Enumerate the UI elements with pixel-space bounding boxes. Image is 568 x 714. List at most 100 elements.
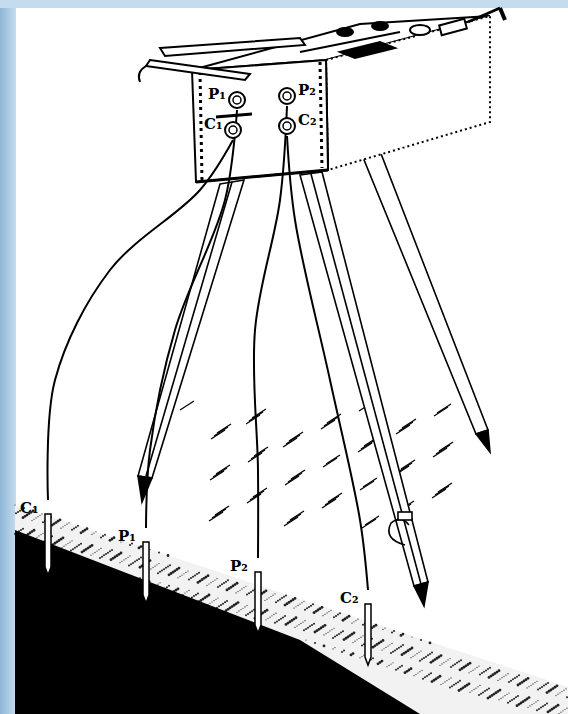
speckle-dot: [323, 634, 324, 635]
hatch-line: [360, 481, 374, 490]
speckle-dot: [80, 531, 83, 534]
speckle-dot: [303, 601, 304, 602]
speckle-dot: [360, 637, 361, 638]
speckle-dot: [33, 519, 34, 520]
speckle-dot: [128, 565, 130, 567]
hatch-line: [436, 445, 450, 454]
speckle-dot: [304, 620, 305, 621]
speckle-dot: [474, 668, 475, 669]
speckle-dot: [518, 674, 520, 676]
speckle-dot: [471, 690, 472, 691]
speckle-dot: [312, 603, 314, 605]
speckle-dot: [566, 708, 567, 709]
speckle-dot: [431, 652, 433, 654]
speckle-dot: [76, 545, 78, 547]
speckle-dot: [475, 688, 476, 689]
speckle-dot: [389, 644, 390, 645]
hatch-line: [402, 419, 416, 428]
hatch-line: [284, 517, 298, 526]
speckle-dot: [401, 665, 403, 667]
speckle-dot: [383, 648, 384, 649]
speckle-dot: [555, 695, 556, 696]
switch: [439, 19, 467, 35]
speckle-dot: [507, 702, 509, 704]
speckle-dot: [279, 598, 281, 600]
speckle-dot: [129, 544, 131, 546]
speckle-dot: [423, 657, 425, 659]
speckle-dot: [125, 558, 126, 559]
speckle-dot: [531, 704, 532, 705]
hatch-line: [254, 447, 268, 456]
speckle-dot: [218, 605, 220, 607]
speckle-dot: [338, 633, 340, 635]
crank-arm: [468, 8, 500, 22]
speckle-dot: [272, 595, 273, 596]
speckle-dot: [334, 636, 336, 638]
stake-rod: [118, 528, 158, 603]
speckle-dot: [275, 601, 277, 603]
speckle-dot: [440, 684, 441, 685]
speckle-dot: [361, 645, 363, 647]
speckle-dot: [514, 677, 516, 679]
speckle-dot: [165, 567, 167, 569]
speckle-dot: [502, 696, 503, 697]
speckle-dot: [559, 692, 560, 693]
speckle-dot: [293, 607, 294, 608]
speckle-dot: [537, 689, 539, 691]
terminal-post: [278, 86, 316, 106]
hatch-line: [285, 476, 299, 485]
speckle-dot: [169, 564, 171, 566]
speckle-dot: [313, 623, 315, 625]
speckle-dot: [488, 676, 491, 679]
speckle-dot: [390, 652, 392, 654]
hatch-line: [399, 422, 413, 431]
meter-window: [340, 42, 395, 58]
hatch-line: [253, 488, 267, 497]
speckle-dot: [103, 554, 105, 556]
speckle-dot: [69, 542, 70, 543]
speckle-dot: [159, 571, 161, 573]
speckle-dot: [337, 614, 339, 616]
test-lead-wire: [254, 106, 287, 558]
terminal: C₁: [204, 120, 242, 140]
speckle-dot: [17, 511, 19, 513]
earth-stake: P₁: [118, 528, 158, 603]
speckle-dot: [196, 573, 198, 575]
speckle-dot: [217, 586, 219, 588]
speckle-dot: [177, 577, 178, 578]
speckle-dot: [156, 564, 157, 565]
hatch-line: [323, 458, 337, 467]
speckle-dot: [517, 684, 520, 687]
speckle-dot: [158, 552, 160, 554]
speckle-dot: [564, 709, 565, 710]
carrying-handle: [160, 38, 305, 56]
speckle-dot: [540, 707, 542, 709]
speckle-dot: [542, 705, 544, 707]
speckle-dot: [426, 675, 428, 677]
speckle-dot: [536, 681, 537, 682]
speckle-dot: [445, 661, 446, 662]
crank-handle: [500, 8, 505, 20]
speckle-dot: [298, 624, 299, 625]
speckle-dot: [384, 628, 385, 629]
speckle-dot: [547, 710, 550, 713]
speckle-dot: [305, 628, 307, 630]
speckle-dot: [168, 573, 171, 576]
speckle-dot: [161, 570, 163, 572]
speckle-dot: [241, 588, 242, 589]
speckle-dot: [250, 591, 252, 593]
hatch-line: [328, 493, 342, 502]
stake-rod: [143, 542, 149, 603]
speckle-dot: [421, 658, 423, 660]
speckle-dot: [388, 665, 389, 666]
speckle-dot: [410, 657, 411, 658]
stake-rod: [45, 514, 51, 575]
speckle-dot: [270, 596, 271, 597]
speckle-dot: [227, 579, 229, 581]
speckle-dot: [343, 638, 346, 641]
speckle-dot: [294, 627, 295, 628]
speckle-dot: [140, 557, 142, 559]
earth-stake: C₁: [20, 500, 60, 575]
speckle-dot: [356, 639, 357, 640]
